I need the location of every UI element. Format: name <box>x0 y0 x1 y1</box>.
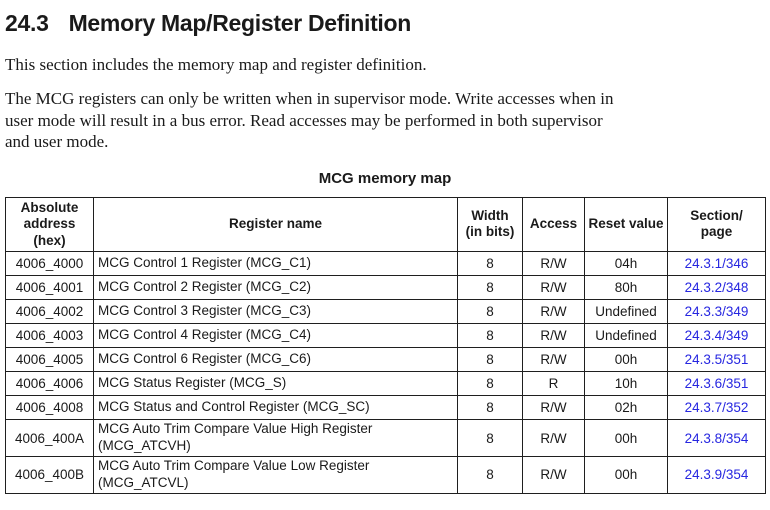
section-number: 24.3 <box>5 10 49 36</box>
cell-access: R/W <box>522 419 585 457</box>
supervisor-mode-paragraph: The MCG registers can only be written wh… <box>5 89 614 152</box>
cell-access: R/W <box>522 275 585 301</box>
intro-paragraph: This section includes the memory map and… <box>5 55 427 74</box>
section-page-link[interactable]: 24.3.5/351 <box>684 352 749 368</box>
table-row: 4006_4006 MCG Status Register (MCG_S) 8 … <box>5 371 766 397</box>
cell-access: R/W <box>522 455 585 494</box>
cell-absolute-address: 4006_4002 <box>5 299 94 325</box>
cell-register-name: MCG Status and Control Register (MCG_SC) <box>93 395 458 421</box>
cell-register-name: MCG Control 3 Register (MCG_C3) <box>93 299 458 325</box>
cell-reset-value: 80h <box>584 275 668 301</box>
cell-reset-value: 02h <box>584 395 668 421</box>
cell-absolute-address: 4006_4000 <box>5 251 94 277</box>
cell-reset-value: Undefined <box>584 299 668 325</box>
cell-absolute-address: 4006_400B <box>5 455 94 494</box>
cell-access: R/W <box>522 323 585 349</box>
col-header-register-name: Register name <box>93 196 458 253</box>
table-row: 4006_4008 MCG Status and Control Registe… <box>5 395 766 421</box>
section-page-link[interactable]: 24.3.1/346 <box>684 256 749 272</box>
cell-reset-value: 00h <box>584 419 668 457</box>
section-page-link[interactable]: 24.3.6/351 <box>684 376 749 392</box>
section-title: Memory Map/Register Definition <box>68 10 412 36</box>
cell-width: 8 <box>457 323 523 349</box>
cell-reset-value: 04h <box>584 251 668 277</box>
cell-access: R/W <box>522 251 585 277</box>
cell-section-page: 24.3.6/351 <box>667 371 766 397</box>
col-header-width: Width (in bits) <box>457 196 523 253</box>
col-header-reset-value: Reset value <box>584 196 668 253</box>
col-header-access: Access <box>522 196 585 253</box>
table-row: 4006_4001 MCG Control 2 Register (MCG_C2… <box>5 275 766 301</box>
cell-width: 8 <box>457 455 523 494</box>
table-row: 4006_400A MCG Auto Trim Compare Value Hi… <box>5 419 766 457</box>
cell-section-page: 24.3.5/351 <box>667 347 766 373</box>
cell-reset-value: 10h <box>584 371 668 397</box>
cell-section-page: 24.3.2/348 <box>667 275 766 301</box>
cell-access: R/W <box>522 299 585 325</box>
cell-section-page: 24.3.8/354 <box>667 419 766 457</box>
mcg-memory-map-table: Absolute address (hex) Register name Wid… <box>5 196 766 494</box>
table-row: 4006_4005 MCG Control 6 Register (MCG_C6… <box>5 347 766 373</box>
section-page-link[interactable]: 24.3.9/354 <box>684 467 749 483</box>
table-row: 4006_4002 MCG Control 3 Register (MCG_C3… <box>5 299 766 325</box>
cell-absolute-address: 4006_4003 <box>5 323 94 349</box>
cell-absolute-address: 4006_4008 <box>5 395 94 421</box>
cell-width: 8 <box>457 371 523 397</box>
cell-width: 8 <box>457 251 523 277</box>
table-row: 4006_400B MCG Auto Trim Compare Value Lo… <box>5 455 766 494</box>
col-header-section-page: Section/ page <box>667 196 766 253</box>
section-heading: 24.3 Memory Map/Register Definition <box>5 10 765 37</box>
cell-absolute-address: 4006_4001 <box>5 275 94 301</box>
table-row: 4006_4003 MCG Control 4 Register (MCG_C4… <box>5 323 766 349</box>
cell-section-page: 24.3.4/349 <box>667 323 766 349</box>
cell-access: R/W <box>522 347 585 373</box>
cell-width: 8 <box>457 347 523 373</box>
cell-access: R/W <box>522 395 585 421</box>
cell-register-name: MCG Control 4 Register (MCG_C4) <box>93 323 458 349</box>
cell-absolute-address: 4006_4006 <box>5 371 94 397</box>
table-row: 4006_4000 MCG Control 1 Register (MCG_C1… <box>5 251 766 277</box>
table-header-row: Absolute address (hex) Register name Wid… <box>5 196 766 253</box>
cell-register-name: MCG Auto Trim Compare Value Low Register… <box>93 455 458 494</box>
cell-width: 8 <box>457 395 523 421</box>
cell-section-page: 24.3.7/352 <box>667 395 766 421</box>
cell-reset-value: Undefined <box>584 323 668 349</box>
cell-register-name: MCG Status Register (MCG_S) <box>93 371 458 397</box>
cell-width: 8 <box>457 299 523 325</box>
cell-section-page: 24.3.3/349 <box>667 299 766 325</box>
cell-register-name: MCG Control 6 Register (MCG_C6) <box>93 347 458 373</box>
cell-width: 8 <box>457 419 523 457</box>
section-page-link[interactable]: 24.3.7/352 <box>684 400 749 416</box>
section-page-link[interactable]: 24.3.2/348 <box>684 280 749 296</box>
cell-width: 8 <box>457 275 523 301</box>
section-page-link[interactable]: 24.3.8/354 <box>684 430 749 446</box>
cell-access: R <box>522 371 585 397</box>
col-header-absolute-address: Absolute address (hex) <box>5 196 94 253</box>
section-page-link[interactable]: 24.3.3/349 <box>684 304 749 320</box>
cell-section-page: 24.3.9/354 <box>667 455 766 494</box>
cell-reset-value: 00h <box>584 455 668 494</box>
cell-absolute-address: 4006_4005 <box>5 347 94 373</box>
section-page-link[interactable]: 24.3.4/349 <box>684 328 749 344</box>
cell-register-name: MCG Control 2 Register (MCG_C2) <box>93 275 458 301</box>
cell-register-name: MCG Auto Trim Compare Value High Registe… <box>93 419 458 457</box>
cell-register-name: MCG Control 1 Register (MCG_C1) <box>93 251 458 277</box>
cell-reset-value: 00h <box>584 347 668 373</box>
table-title: MCG memory map <box>318 169 452 187</box>
cell-absolute-address: 4006_400A <box>5 419 94 457</box>
cell-section-page: 24.3.1/346 <box>667 251 766 277</box>
